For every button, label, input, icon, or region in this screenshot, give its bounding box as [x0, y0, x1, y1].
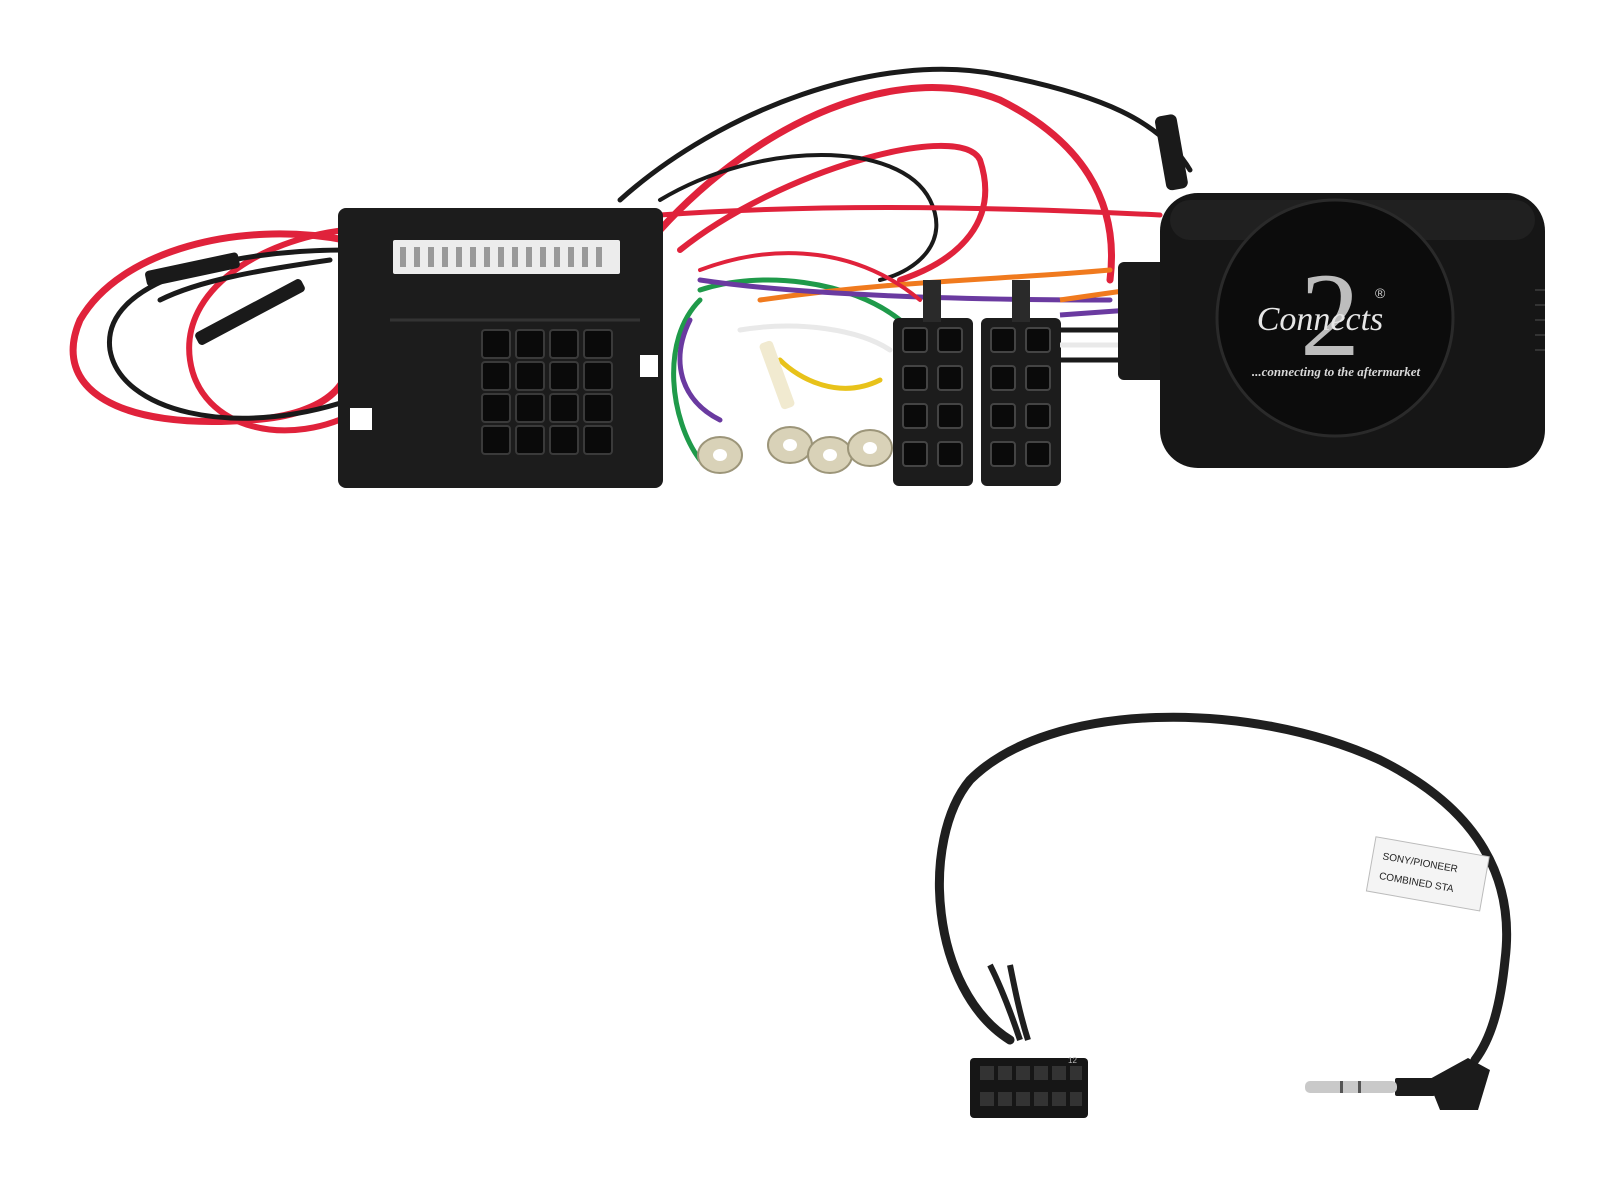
brand-logo-text: Connects — [1257, 301, 1384, 338]
quadlock-latch — [640, 355, 658, 377]
module-side-ridges — [1535, 289, 1545, 351]
quadlock-latch — [350, 408, 372, 430]
white-wire — [737, 323, 893, 353]
heat-shrink-sleeve — [1155, 114, 1188, 191]
red-wire-loop-left — [69, 230, 353, 425]
module-strain-relief — [1118, 262, 1168, 380]
interface-module: 2 Connects ® ...connecting to the afterm… — [1160, 193, 1545, 468]
harness-wires — [69, 66, 1193, 463]
iso-connector-left — [893, 280, 973, 486]
brand-tagline: ...connecting to the aftermarket — [1252, 364, 1421, 379]
ring-terminals — [697, 340, 893, 474]
quadlock-pin-strip — [393, 240, 620, 274]
purple-wire — [677, 277, 1113, 423]
iso-connector-right — [981, 280, 1061, 486]
module-logo-badge — [1215, 198, 1455, 438]
red-wire-loop-left-2 — [186, 227, 363, 434]
connector-pin-label: 12 — [1068, 1056, 1077, 1065]
black-wire-top-arc — [617, 66, 1193, 203]
registered-mark: ® — [1375, 285, 1386, 301]
red-wire-straight-to-module — [657, 205, 1163, 218]
red-wire-to-iso — [698, 251, 922, 302]
patch-lead-cable-split — [987, 963, 1031, 1041]
3.5mm-jack-plug-icon — [1305, 1058, 1490, 1110]
patch-lead: SONY/PIONEER COMBINED STA 12 — [934, 712, 1512, 1118]
twelve-pin-connector: 12 — [970, 1056, 1088, 1118]
brand-logo-numeral: 2 — [1300, 248, 1360, 381]
patch-lead-label: SONY/PIONEER COMBINED STA — [1365, 836, 1490, 912]
heat-shrink-sleeve — [195, 279, 305, 345]
quadlock-pin-strip-slots — [400, 247, 602, 267]
black-wire-left-2 — [157, 257, 333, 303]
red-wire-top-arc-2 — [677, 143, 989, 283]
patch-lead-cable — [934, 712, 1512, 1065]
yellow-wire — [777, 357, 883, 391]
quadlock-pin-grid — [481, 329, 613, 455]
red-wire-top-arc — [656, 84, 1115, 284]
black-wire-top-arc-2 — [658, 153, 939, 282]
cable-tie — [759, 340, 795, 410]
heat-shrink-sleeve — [145, 252, 240, 287]
quadlock-connector — [338, 208, 663, 488]
